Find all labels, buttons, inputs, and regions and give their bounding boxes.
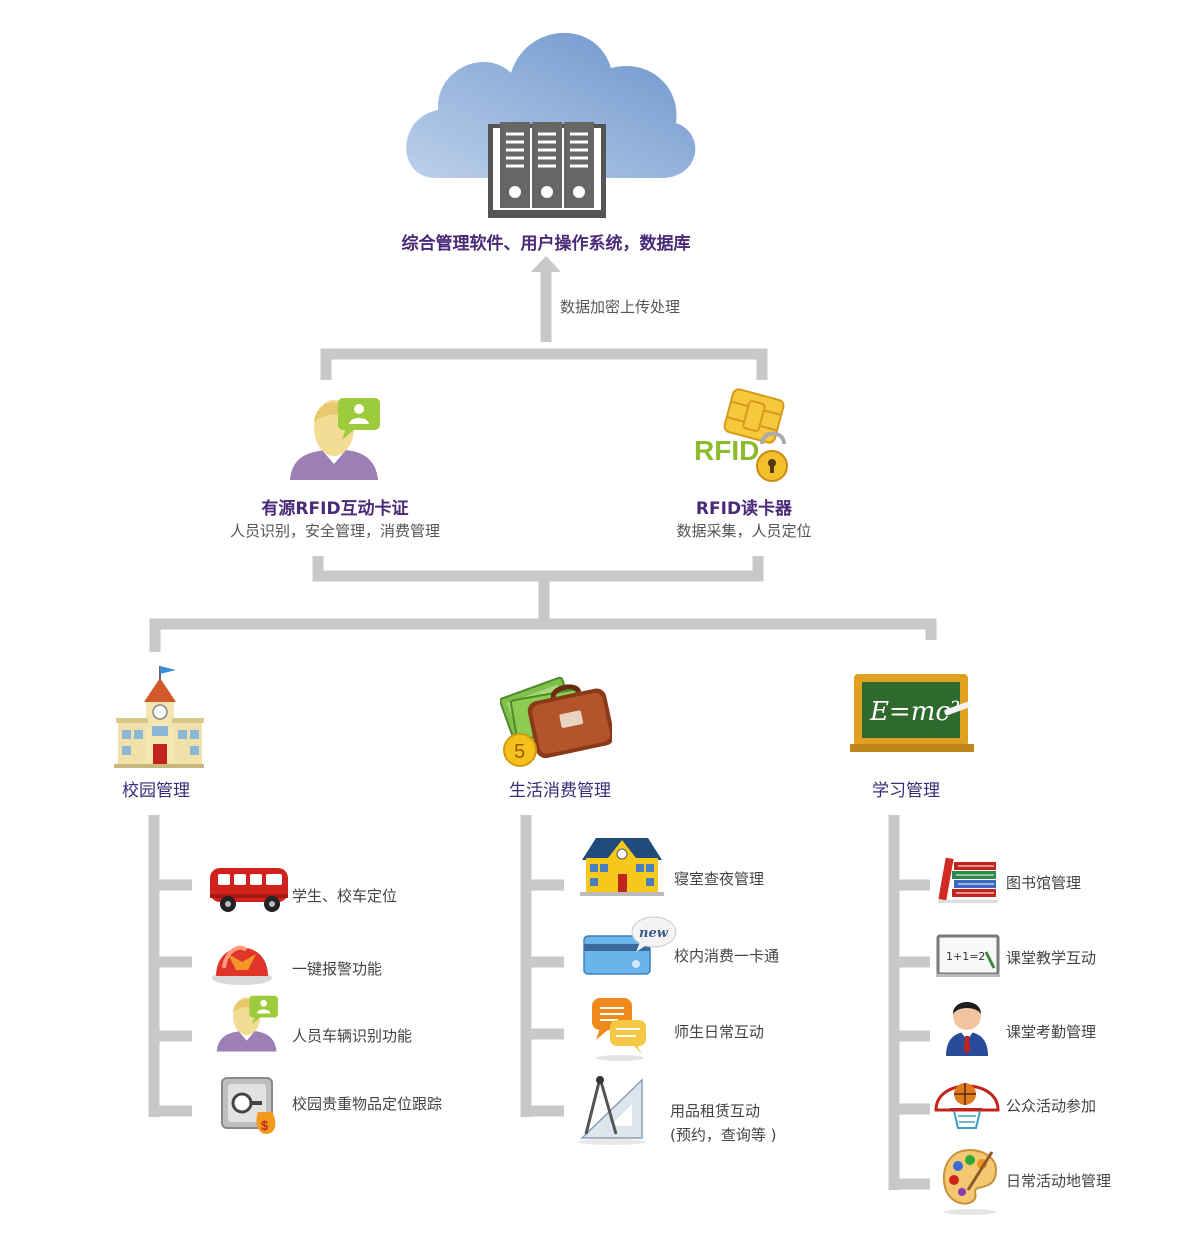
svg-text:$: $: [261, 1118, 269, 1133]
rfid-card-title: 有源RFID互动卡证: [261, 499, 409, 519]
paint-palette-icon: [942, 1148, 998, 1215]
student-avatar-icon: [946, 1002, 988, 1056]
upload-arrow-label: 数据加密上传处理: [560, 298, 681, 316]
rfid-chip-lock-icon: RFID: [694, 388, 788, 482]
item-dorm-check: 寝室查夜管理: [674, 870, 765, 888]
chat-bubbles-icon: [592, 998, 646, 1061]
item-classroom-interaction: 课堂教学互动: [1006, 949, 1097, 967]
chalkboard-icon: E=mc²: [850, 674, 974, 752]
item-alarm: 一键报警功能: [292, 960, 383, 978]
item-activity-venue: 日常活动地管理: [1006, 1172, 1112, 1190]
item-rental-note: (预约，查询等 ): [670, 1126, 777, 1144]
alarm-light-icon: [212, 945, 272, 985]
item-campus-card: 校内消费一卡通: [674, 947, 780, 965]
item-person-vehicle: 人员车辆识别功能: [292, 1027, 413, 1045]
new-badge-text: new: [639, 926, 669, 941]
person-chat-icon: [290, 398, 380, 480]
top-title: 综合管理软件、用户操作系统，数据库: [401, 234, 691, 254]
new-card-icon: new: [583, 916, 677, 975]
category-consumption-title: 生活消费管理: [509, 781, 611, 801]
basketball-hoop-icon: [934, 1083, 1000, 1129]
rfid-reader-subtitle: 数据采集，人员定位: [676, 522, 812, 540]
drafting-tools-icon: [578, 1076, 646, 1145]
money-briefcase-icon: 5: [500, 676, 612, 767]
bus-icon: [210, 868, 288, 912]
item-rental: 用品租赁互动: [670, 1102, 761, 1120]
school-building-icon: [114, 666, 204, 768]
safe-money-icon: $: [221, 1077, 276, 1134]
item-teacher-student: 师生日常互动: [674, 1023, 765, 1041]
item-bus-positioning: 学生、校车定位: [292, 887, 398, 905]
coin-label: 5: [514, 741, 525, 763]
item-public-events: 公众活动参加: [1006, 1097, 1097, 1115]
item-valuables-tracking: 校园贵重物品定位跟踪: [292, 1095, 443, 1113]
dormitory-house-icon: [580, 838, 664, 896]
rfid-card-subtitle: 人员识别，安全管理，消费管理: [229, 522, 440, 540]
whiteboard-text: 1+1=2: [946, 950, 985, 963]
whiteboard-icon: 1+1=2: [936, 934, 1000, 977]
item-attendance: 课堂考勤管理: [1006, 1023, 1097, 1041]
rfid-badge-text: RFID: [694, 435, 759, 466]
item-library: 图书馆管理: [1006, 874, 1082, 892]
books-icon: [938, 857, 998, 903]
rfid-reader-title: RFID读卡器: [695, 499, 793, 519]
category-learning-title: 学习管理: [872, 781, 940, 801]
server-cloud-icon: [406, 32, 696, 218]
person-chat-icon: [216, 995, 278, 1052]
category-campus-title: 校园管理: [122, 781, 190, 801]
